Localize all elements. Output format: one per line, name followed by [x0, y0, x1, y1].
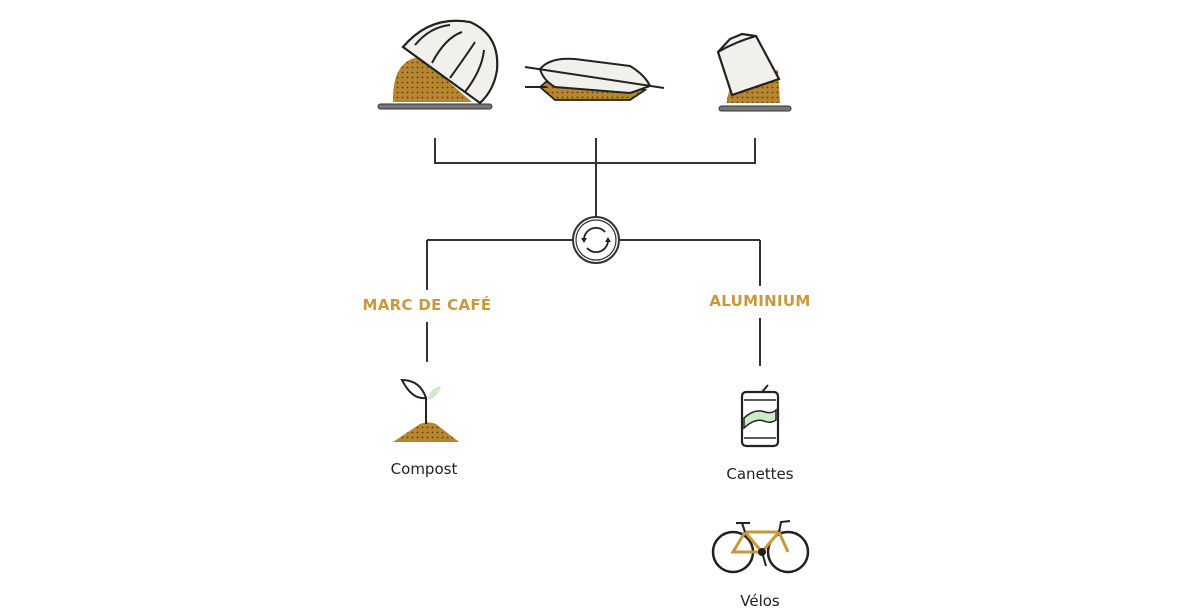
connector-lines [426, 138, 761, 366]
category-label-aluminium: ALUMINIUM [709, 292, 811, 310]
output-label-cans: Canettes [726, 465, 794, 483]
can-icon [740, 384, 780, 448]
recycle-icon [572, 216, 620, 264]
category-label-coffee-grounds: MARC DE CAFÉ [362, 296, 492, 314]
capsule-original-icon [377, 19, 499, 110]
capsule-vertuo-icon [716, 32, 792, 112]
capsule-flat-icon [524, 57, 665, 101]
output-label-bikes: Vélos [740, 592, 780, 610]
output-label-compost: Compost [390, 460, 458, 478]
bicycle-icon [711, 520, 810, 574]
plant-compost-icon [393, 378, 459, 442]
